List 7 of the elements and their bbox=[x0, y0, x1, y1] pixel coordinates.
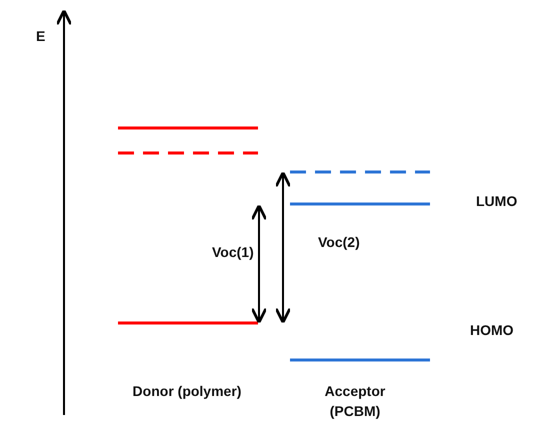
level-label: LUMO bbox=[476, 192, 518, 211]
axis-label: E bbox=[36, 27, 46, 46]
voltage-label: Voc(2) bbox=[318, 233, 360, 252]
voltage-label: Voc(1) bbox=[212, 243, 254, 262]
level-label: HOMO bbox=[470, 321, 514, 340]
column-label: Acceptor (PCBM) bbox=[324, 382, 386, 421]
column-label: Donor (polymer) bbox=[132, 382, 242, 401]
